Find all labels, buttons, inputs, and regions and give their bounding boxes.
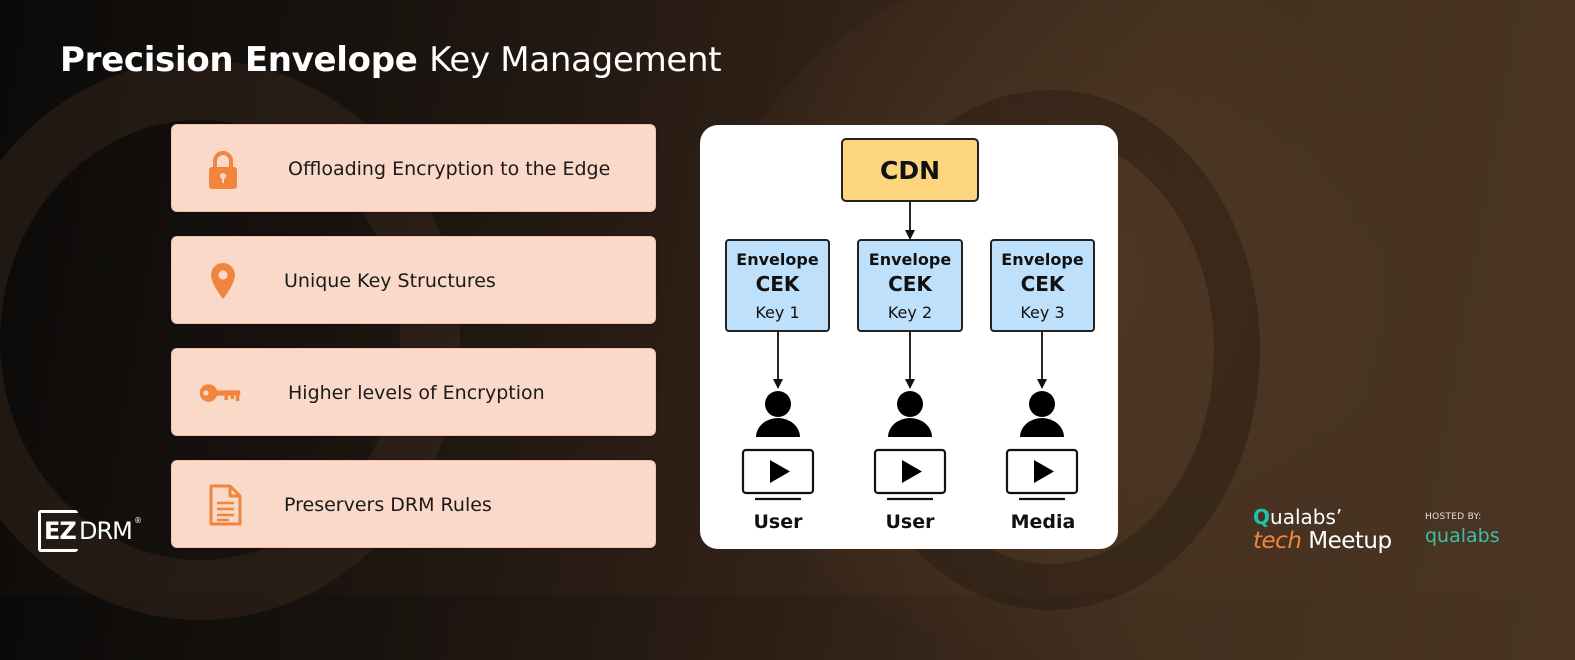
user-icon bbox=[756, 391, 800, 437]
feature-label: Offloading Encryption to the Edge bbox=[288, 158, 611, 180]
consumer-label: User bbox=[754, 511, 804, 533]
slide-title-bold: Precision Envelope bbox=[60, 40, 418, 80]
meetup-logo-line2: tech Meetup bbox=[1253, 528, 1392, 554]
lock-icon bbox=[209, 151, 237, 189]
hosted-by-block: HOSTED BY: qualabs bbox=[1425, 512, 1535, 552]
envelope-cek: CEK bbox=[1021, 272, 1066, 296]
ezdrm-logo-ez: EZ bbox=[44, 517, 77, 545]
user-icon bbox=[888, 391, 932, 437]
feature-card-key-structures: Unique Key Structures bbox=[171, 236, 656, 324]
meetup-logo-q: Q bbox=[1253, 505, 1271, 529]
ezdrm-logo-frame bbox=[38, 510, 78, 552]
feature-card-encryption-levels: Higher levels of Encryption bbox=[171, 348, 656, 436]
envelope-title: Envelope bbox=[736, 250, 819, 269]
slide-title-light: Key Management bbox=[429, 40, 722, 80]
diagram-canvas: CDN Envelope CEK Key 1 Envelope CEK Key … bbox=[725, 138, 1095, 533]
meetup-logo-qualabs: ualabs’ bbox=[1270, 505, 1343, 529]
envelope-cek: CEK bbox=[756, 272, 801, 296]
meetup-logo-meetup: Meetup bbox=[1308, 528, 1392, 554]
consumer-label: User bbox=[886, 511, 936, 533]
envelope-node-1: Envelope CEK Key 1 bbox=[725, 239, 830, 332]
consumer-label: Media bbox=[1011, 511, 1076, 533]
location-pin-icon bbox=[211, 263, 235, 299]
meetup-logo-line1: Qualabs’ bbox=[1253, 505, 1342, 529]
feature-label: Preservers DRM Rules bbox=[284, 494, 492, 516]
ezdrm-logo-drm: DRM bbox=[79, 517, 133, 545]
envelope-key: Key 3 bbox=[1020, 303, 1064, 322]
envelope-title: Envelope bbox=[1001, 250, 1084, 269]
hosted-by-label: HOSTED BY: bbox=[1425, 512, 1482, 522]
document-icon bbox=[209, 484, 242, 526]
key-distribution-diagram: CDN Envelope CEK Key 1 Envelope CEK Key … bbox=[700, 125, 1118, 549]
key-icon bbox=[199, 384, 241, 402]
cdn-label: CDN bbox=[880, 156, 940, 185]
envelope-title: Envelope bbox=[869, 250, 952, 269]
qualabs-logo: qualabs bbox=[1425, 525, 1500, 547]
ezdrm-logo-registered: ® bbox=[134, 516, 142, 525]
envelope-node-3: Envelope CEK Key 3 bbox=[990, 239, 1095, 332]
meetup-logo-tech: tech bbox=[1253, 528, 1302, 554]
feature-label: Unique Key Structures bbox=[284, 270, 496, 292]
envelope-key: Key 2 bbox=[888, 303, 932, 322]
envelope-node-2: Envelope CEK Key 2 bbox=[857, 239, 963, 332]
play-screen-icon bbox=[741, 448, 815, 501]
feature-label: Higher levels of Encryption bbox=[288, 382, 545, 404]
envelope-key: Key 1 bbox=[755, 303, 799, 322]
feature-card-edge-encryption: Offloading Encryption to the Edge bbox=[171, 124, 656, 212]
play-screen-icon bbox=[1005, 448, 1079, 501]
feature-card-drm-rules: Preservers DRM Rules bbox=[171, 460, 656, 548]
envelope-cek: CEK bbox=[888, 272, 933, 296]
play-screen-icon bbox=[873, 448, 947, 501]
slide-title: Precision Envelope Key Management bbox=[60, 40, 722, 80]
qualabs-tech-meetup-logo: Qualabs’ tech Meetup bbox=[1253, 505, 1413, 557]
user-icon bbox=[1020, 391, 1064, 437]
ezdrm-logo: EZ DRM ® bbox=[38, 510, 148, 558]
